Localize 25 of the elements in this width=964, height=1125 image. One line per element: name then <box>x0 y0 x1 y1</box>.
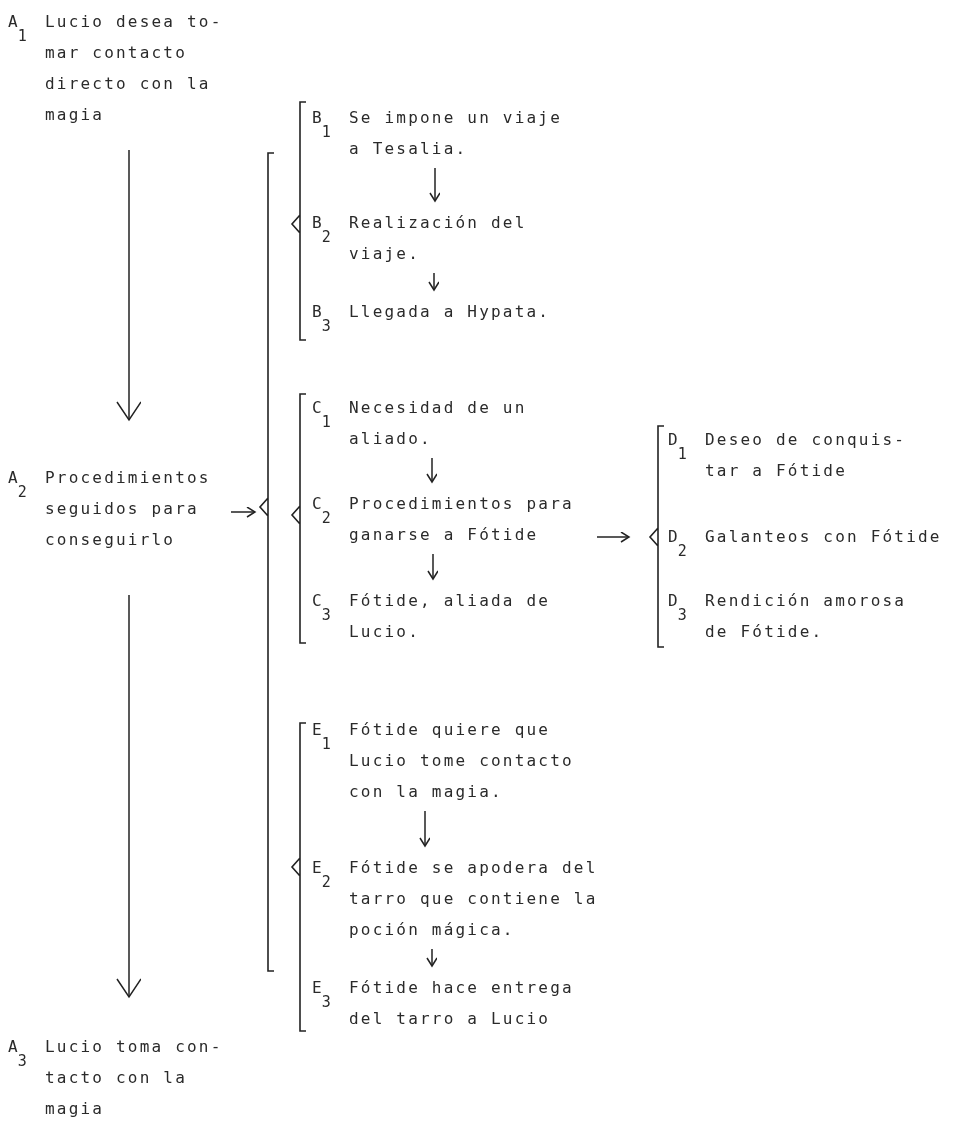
arrow <box>427 553 439 580</box>
arrow <box>116 149 142 421</box>
item-text: Galanteos con Fótide <box>705 526 943 548</box>
item-text: Lucio toma con-tacto con la magia <box>45 1036 224 1120</box>
item-text: Fótide, aliada de Lucio. <box>349 590 552 643</box>
item-text: Fótide se apodera del tarro que contiene la poción mágica. <box>349 857 599 941</box>
arrow <box>230 506 256 518</box>
item-text: Rendición amorosa de Fótide. <box>705 590 908 643</box>
arrow <box>116 594 142 998</box>
arrow <box>419 810 431 847</box>
item-text: Realización del viaje. <box>349 212 528 265</box>
item-text: Lucio desea to-mar contacto directo con la magia <box>45 11 224 126</box>
arrow <box>428 272 440 291</box>
item-text: Fótide hace entrega del tarro a Lucio <box>349 977 575 1030</box>
item-text: Procedimientos para ganarse a Fótide <box>349 493 575 546</box>
item-text: Fótide quiere que Lucio tome contacto con la magia. <box>349 719 575 803</box>
item-text: Procedimientos seguidos para conseguirlo <box>45 467 212 551</box>
arrow <box>426 457 438 483</box>
item-text: Se impone un viaje a Tesalia. <box>349 107 563 160</box>
arrow <box>429 167 441 202</box>
arrow <box>426 948 438 967</box>
item-text: Deseo de conquis-tar a Fótide <box>705 429 908 482</box>
item-text: Necesidad de un aliado. <box>349 397 528 450</box>
item-text: Llegada a Hypata. <box>349 301 552 323</box>
arrow <box>596 531 630 543</box>
